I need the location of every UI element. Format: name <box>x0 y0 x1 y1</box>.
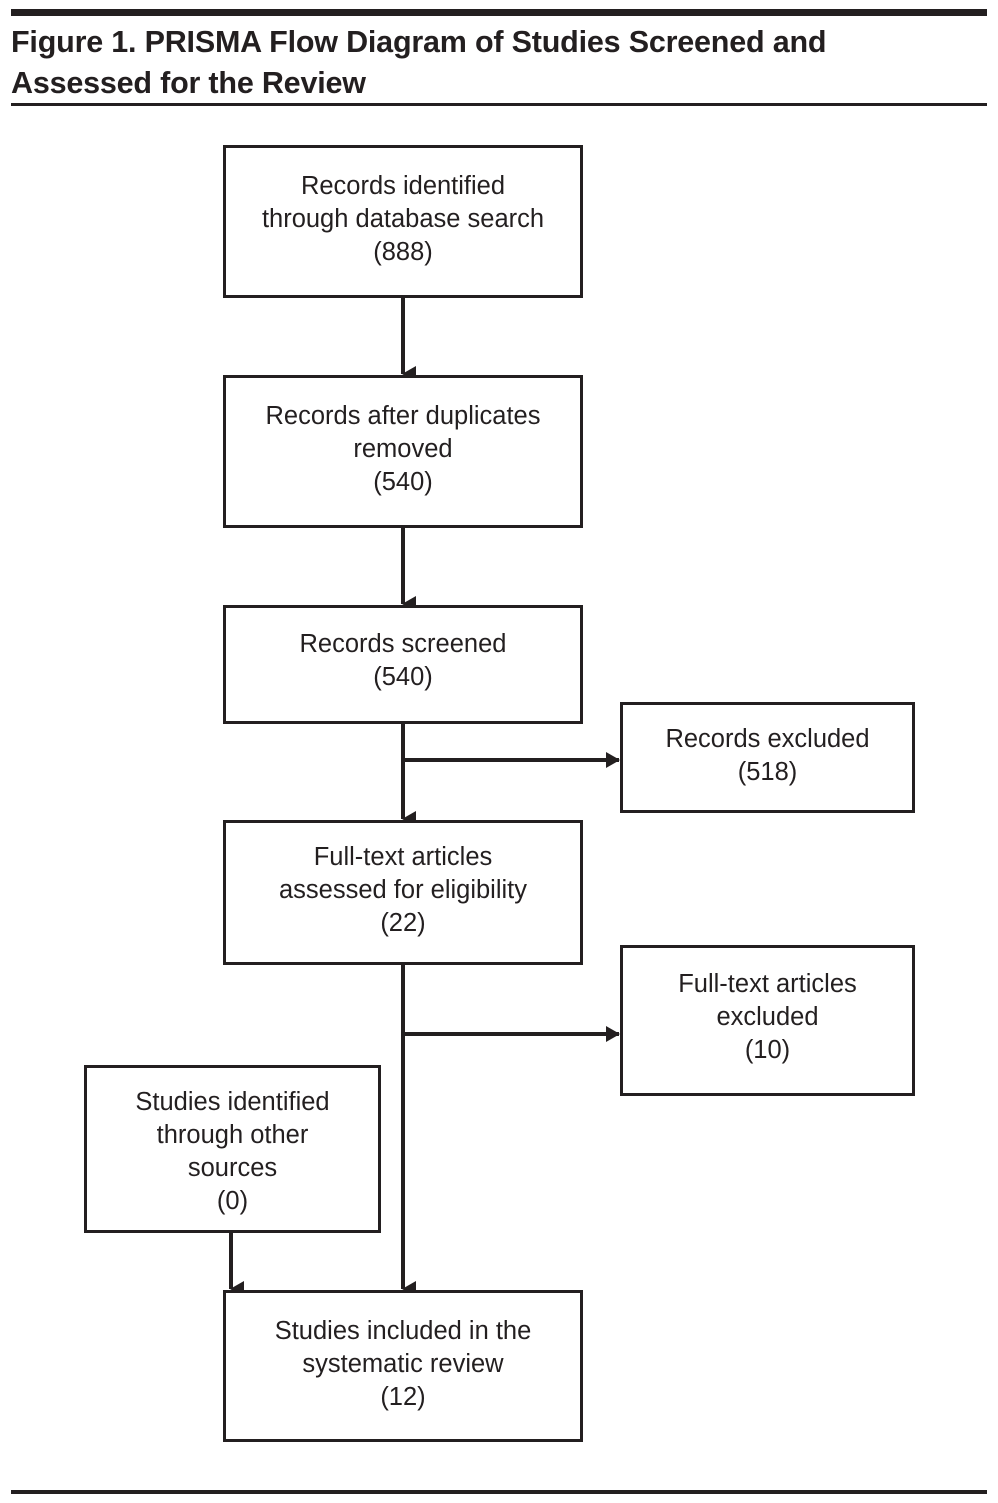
node-studies-identified-other-sources: Studies identified through other sources… <box>84 1065 381 1233</box>
node-records-after-duplicates-removed-label: Records after duplicates removed (540) <box>265 402 541 496</box>
node-records-screened: Records screened (540) <box>223 605 583 724</box>
figure-bottom-rule <box>11 1490 987 1494</box>
node-studies-included-label: Studies included in the systematic revie… <box>274 1317 532 1411</box>
node-studies-identified-other-sources-label: Studies identified through other sources… <box>135 1088 330 1215</box>
figure-title-underrule <box>11 103 987 106</box>
node-records-identified-label: Records identified through database sear… <box>261 172 545 266</box>
node-fulltext-articles-excluded-label: Full-text articles excluded (10) <box>678 970 857 1064</box>
node-records-screened-label: Records screened (540) <box>299 630 507 691</box>
node-records-excluded-label: Records excluded (518) <box>665 725 870 786</box>
node-records-excluded: Records excluded (518) <box>620 702 915 813</box>
node-fulltext-articles-assessed: Full-text articles assessed for eligibil… <box>223 820 583 965</box>
node-studies-included: Studies included in the systematic revie… <box>223 1290 583 1442</box>
node-fulltext-articles-assessed-label: Full-text articles assessed for eligibil… <box>278 843 528 937</box>
figure-title: Figure 1. PRISMA Flow Diagram of Studies… <box>11 25 827 100</box>
node-records-identified: Records identified through database sear… <box>223 145 583 298</box>
node-fulltext-articles-excluded: Full-text articles excluded (10) <box>620 945 915 1096</box>
figure-top-rule <box>11 9 987 16</box>
node-records-after-duplicates-removed: Records after duplicates removed (540) <box>223 375 583 528</box>
